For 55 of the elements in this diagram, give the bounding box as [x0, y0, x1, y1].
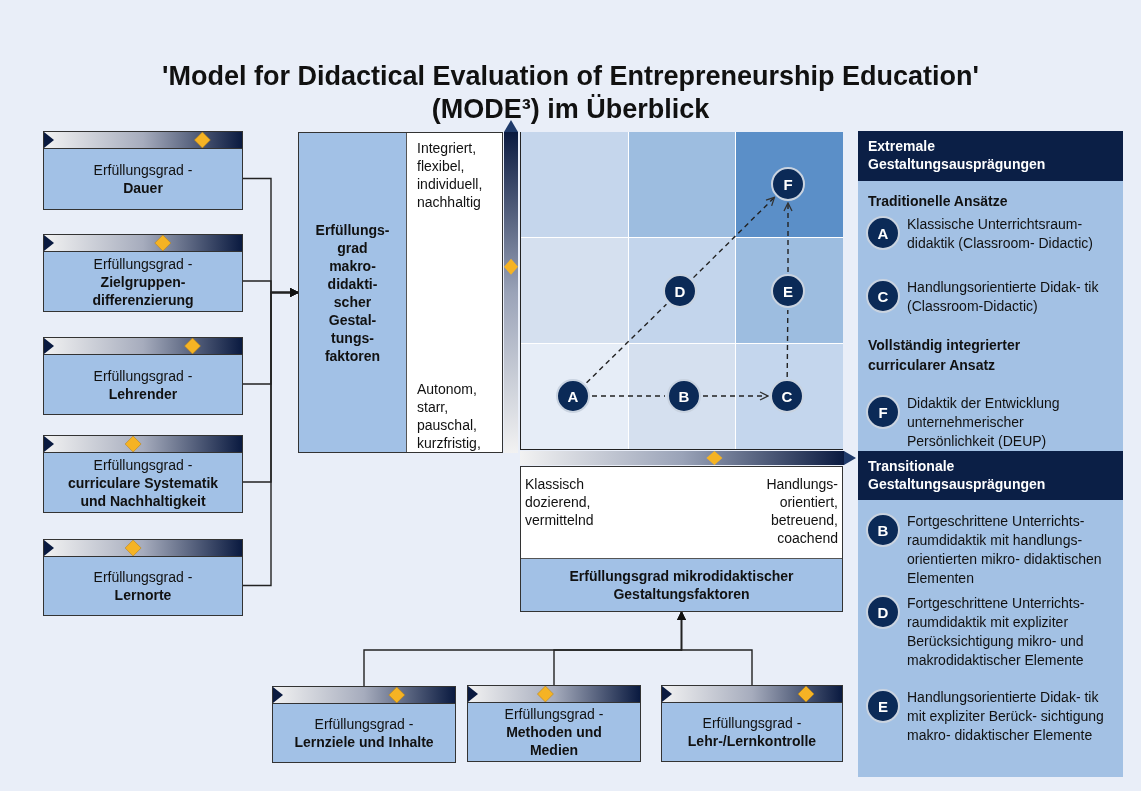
legend-panel	[858, 131, 1123, 777]
legend-subheading: Traditionelle Ansätze	[868, 192, 1009, 211]
factor-title: Erfüllungsgrad mikrodidaktischer Gestaltungsfaktoren	[568, 567, 795, 603]
factor-label: Erfüllungsgrad -	[93, 366, 193, 385]
factor-label: Erfüllungsgrad -	[702, 714, 802, 732]
legend-description: Handlungsorientierte Didak- tik (Classroom-Didactic)	[907, 278, 1100, 316]
factor-name: Methoden und Medien	[505, 723, 603, 759]
factor-name: curriculare Systematik und Nachhaltigkeit	[66, 473, 220, 510]
factor-name: Lehr-/Lernkontrolle	[687, 732, 817, 750]
factor-label: Erfüllungsgrad -	[93, 455, 193, 474]
factor-box	[43, 234, 243, 312]
factor-box	[520, 466, 843, 612]
factor-label: Erfüllungsgrad -	[93, 161, 193, 179]
section-header: Extremale Gestaltungsausprägungen	[858, 131, 1123, 181]
legend-description: Fortgeschrittene Unterrichts- raumdidaktik mit expliziter Berücksichtigung mikro- und makrodidaktischer Elemente	[907, 594, 1086, 670]
diagram-title: 'Model for Didactical Evaluation of Entrepreneurship Education' (MODE³) im Überblick	[161, 60, 980, 126]
factor-box	[43, 539, 243, 616]
letter-marker: A	[866, 216, 900, 250]
factor-name: Lernorte	[114, 586, 172, 604]
factor-label: Erfüllungsgrad -	[93, 254, 193, 273]
legend-description: Didaktik der Entwicklung unternehmerischer Persönlichkeit (DEUP)	[907, 394, 1061, 451]
letter-marker: F	[866, 395, 900, 429]
letter-marker: B	[866, 513, 900, 547]
factor-box	[298, 132, 503, 453]
scale-end-label: Integriert, flexibel, individuell, nachhaltig	[417, 139, 483, 211]
factor-name: Zielgruppen- differenzierung	[91, 272, 195, 309]
factor-label: Erfüllungsgrad -	[314, 715, 414, 733]
connector-arrow	[242, 288, 299, 587]
dashed-arrow	[692, 196, 776, 279]
factor-name: Dauer	[123, 179, 163, 197]
dashed-arrow	[783, 202, 793, 273]
legend-subheading: Vollständig integrierter curricularer Ansatz	[868, 336, 1022, 375]
factor-box	[272, 686, 456, 763]
legend-description: Fortgeschrittene Unterrichts- raumdidaktik mit handlungs- orientierten mikro- didaktischen Elementen	[907, 512, 1103, 588]
factor-box	[43, 337, 243, 415]
factor-title: Erfüllungs- grad makro- didakti- scher Gestal- tungs- faktoren	[315, 220, 390, 365]
factor-box	[43, 131, 243, 210]
factor-box	[661, 685, 843, 762]
factor-label: Erfüllungsgrad -	[504, 705, 604, 723]
scale-end-label: Autonom, starr, pauschal, kurzfristig,	[417, 380, 481, 452]
connector-arrow	[677, 611, 753, 686]
scale-end-label: Klassisch dozierend, vermittelnd	[525, 475, 595, 529]
factor-box	[43, 435, 243, 513]
legend-description: Handlungsorientierte Didak- tik mit expliziter Berück- sichtigung makro- didaktischer Elemente	[907, 688, 1105, 745]
dashed-arrow	[702, 391, 769, 401]
factor-name: Lehrender	[108, 384, 178, 403]
letter-marker: C	[866, 279, 900, 313]
letter-marker: D	[866, 595, 900, 629]
letter-marker: E	[866, 689, 900, 723]
factor-box	[467, 685, 641, 762]
factor-name: Lernziele und Inhalte	[294, 733, 434, 751]
factor-label: Erfüllungsgrad -	[93, 568, 193, 586]
scale-end-label: Handlungs- orientiert, betreuend, coachend	[765, 475, 838, 547]
section-header: Transitionale Gestaltungsausprägungen	[858, 451, 1123, 500]
legend-description: Klassische Unterrichtsraum- didaktik (Classroom- Didactic)	[907, 215, 1094, 253]
